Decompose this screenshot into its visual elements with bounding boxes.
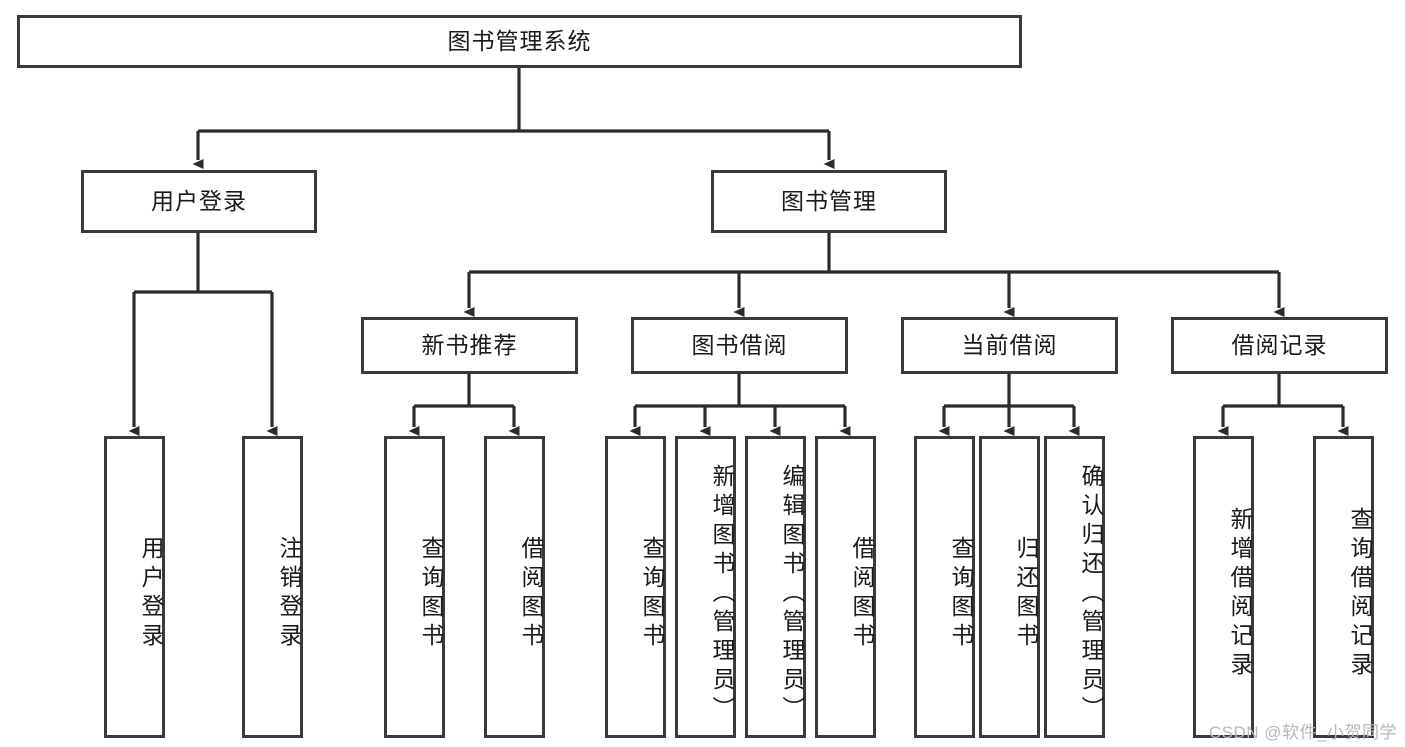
node-leaf-query-record-label: 查询借阅记录	[1347, 507, 1373, 681]
node-root[interactable]: 图书管理系统	[17, 15, 1022, 68]
node-book-borrow[interactable]: 图书借阅	[631, 317, 848, 374]
node-leaf-confirm-return[interactable]: 确认归还（管理员）	[1044, 436, 1105, 738]
node-new-book-rec-label: 新书推荐	[421, 331, 518, 358]
node-leaf-query-book-3-label: 查询图书	[948, 536, 974, 652]
node-leaf-add-book[interactable]: 新增图书（管理员）	[675, 436, 736, 738]
node-borrow-record[interactable]: 借阅记录	[1171, 317, 1388, 374]
node-leaf-user-login-label: 用户登录	[138, 536, 164, 652]
node-user-login[interactable]: 用户登录	[81, 170, 317, 233]
watermark: CSDN @软件_小贺同学	[1208, 723, 1397, 742]
node-book-manage[interactable]: 图书管理	[711, 170, 947, 233]
node-leaf-logout-label: 注销登录	[276, 536, 302, 652]
node-book-manage-label: 图书管理	[781, 187, 877, 214]
node-leaf-borrow-book-1[interactable]: 借阅图书	[484, 436, 545, 738]
node-leaf-edit-book[interactable]: 编辑图书（管理员）	[745, 436, 806, 738]
node-leaf-borrow-book-1-label: 借阅图书	[518, 536, 544, 652]
node-user-login-label: 用户登录	[151, 187, 247, 214]
node-leaf-query-book-1[interactable]: 查询图书	[384, 436, 445, 738]
node-leaf-confirm-return-label: 确认归还（管理员）	[1078, 463, 1104, 725]
node-leaf-query-book-2-label: 查询图书	[639, 536, 665, 652]
node-leaf-user-login[interactable]: 用户登录	[104, 436, 165, 738]
node-leaf-return-book-label: 归还图书	[1013, 536, 1039, 652]
node-leaf-query-book-3[interactable]: 查询图书	[914, 436, 975, 738]
node-leaf-borrow-book-2[interactable]: 借阅图书	[815, 436, 876, 738]
node-leaf-add-record[interactable]: 新增借阅记录	[1193, 436, 1254, 738]
node-root-label: 图书管理系统	[447, 27, 592, 54]
node-leaf-add-record-label: 新增借阅记录	[1227, 507, 1253, 681]
node-new-book-rec[interactable]: 新书推荐	[361, 317, 578, 374]
node-leaf-return-book[interactable]: 归还图书	[979, 436, 1040, 738]
node-current-borrow-label: 当前借阅	[961, 331, 1058, 358]
node-leaf-borrow-book-2-label: 借阅图书	[849, 536, 875, 652]
node-leaf-query-record[interactable]: 查询借阅记录	[1313, 436, 1374, 738]
node-leaf-edit-book-label: 编辑图书（管理员）	[779, 463, 805, 725]
node-leaf-query-book-2[interactable]: 查询图书	[605, 436, 666, 738]
node-book-borrow-label: 图书借阅	[691, 331, 788, 358]
node-current-borrow[interactable]: 当前借阅	[901, 317, 1118, 374]
node-leaf-add-book-label: 新增图书（管理员）	[709, 463, 735, 725]
node-borrow-record-label: 借阅记录	[1231, 331, 1328, 358]
node-leaf-logout[interactable]: 注销登录	[242, 436, 303, 738]
node-leaf-query-book-1-label: 查询图书	[418, 536, 444, 652]
